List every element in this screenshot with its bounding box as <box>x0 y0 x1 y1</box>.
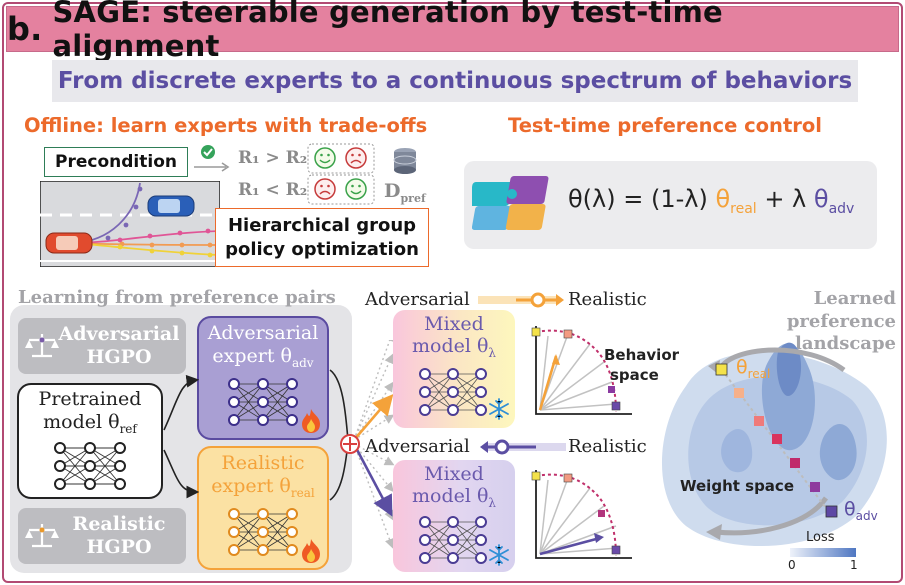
figure-title: SAGE: steerable generation by test-time … <box>52 0 723 63</box>
offline-heading: Offline: learn experts with trade-offs <box>24 114 428 137</box>
sad-face-icon <box>314 178 336 200</box>
check-arrow-icon <box>194 145 230 172</box>
testtime-heading: Test-time preference control <box>508 114 822 137</box>
mixed-model-top-label: Mixed model θλ <box>411 313 497 360</box>
precondition-box: Precondition <box>44 147 188 177</box>
panel-letter: b. <box>7 10 43 48</box>
behavior-space-plot-top <box>531 326 632 415</box>
database-icon <box>393 148 417 174</box>
dataset-label: Dpref <box>384 180 426 205</box>
figure-banner: b. SAGE: steerable generation by test-ti… <box>6 0 899 63</box>
fire-icon <box>302 539 320 563</box>
preference-slider-bottom[interactable] <box>476 437 568 457</box>
adversarial-label-top: Adversarial <box>365 289 470 310</box>
realistic-label-top: Realistic <box>568 289 647 310</box>
relation-1: R₁ > R₂ <box>238 148 308 168</box>
neural-network-icon <box>228 378 298 426</box>
loss-min-label: 0 <box>788 558 796 572</box>
realistic-hgpo-box <box>18 508 186 564</box>
theta-adv-term: θadv <box>813 185 855 217</box>
neural-network-icon <box>228 508 298 556</box>
subtitle: From discrete experts to a continuous sp… <box>52 60 858 102</box>
weight-space-label: Weight space <box>680 477 794 495</box>
adversarial-hgpo-box <box>18 318 186 374</box>
mixing-equation: θ(λ) = (1-λ) θreal + λ θadv <box>568 185 855 217</box>
flow-arrows <box>163 340 395 549</box>
sum-node-icon <box>340 434 360 454</box>
behavior-space-plot-bottom <box>531 470 632 559</box>
snowflake-icon <box>489 544 509 566</box>
pretrained-model-label: Pretrained model θref <box>38 388 142 436</box>
preference-slider-top[interactable] <box>476 290 568 310</box>
realistic-expert-label: Realistic expert θreal <box>211 452 315 500</box>
neural-network-icon <box>419 516 487 564</box>
red-car-icon <box>45 232 93 254</box>
loss-max-label: 1 <box>850 558 858 572</box>
fire-icon <box>302 409 320 433</box>
driving-scene <box>40 181 220 267</box>
theta-adv-label: θadv <box>844 498 878 523</box>
behavior-space-label: Behavior space <box>604 346 680 384</box>
preference-faces <box>307 143 375 205</box>
loss-colorbar <box>790 548 856 557</box>
blue-car-icon <box>147 195 195 217</box>
happy-face-icon <box>345 178 367 200</box>
neural-network-icon <box>54 442 126 490</box>
landscape-heading: Learned preference landscape <box>786 288 896 354</box>
scale-icon <box>25 524 59 548</box>
learning-heading: Learning from preference pairs <box>18 287 336 308</box>
mixed-model-bottom-label: Mixed model θλ <box>411 463 497 510</box>
preference-landscape <box>661 342 887 547</box>
realistic-label-bottom: Realistic <box>568 436 647 457</box>
theta-real-label: θreal <box>736 356 771 381</box>
snowflake-icon <box>489 398 509 420</box>
puzzle-icon <box>472 176 549 230</box>
realistic-hgpo-label: Realistic HGPO <box>72 513 166 558</box>
relation-2: R₁ < R₂ <box>238 180 308 200</box>
adversarial-hgpo-label: Adversarial HGPO <box>58 323 180 368</box>
scale-icon <box>25 334 59 358</box>
adversarial-label-bottom: Adversarial <box>365 436 470 457</box>
happy-face-icon <box>314 147 336 169</box>
adversarial-expert-label: Adversarial expert θadv <box>207 322 319 370</box>
loss-label: Loss <box>806 530 835 545</box>
sad-face-icon <box>345 147 367 169</box>
hgpo-box: Hierarchical group policy optimization <box>215 208 429 267</box>
neural-network-icon <box>419 368 487 416</box>
theta-real-term: θreal <box>715 185 757 217</box>
